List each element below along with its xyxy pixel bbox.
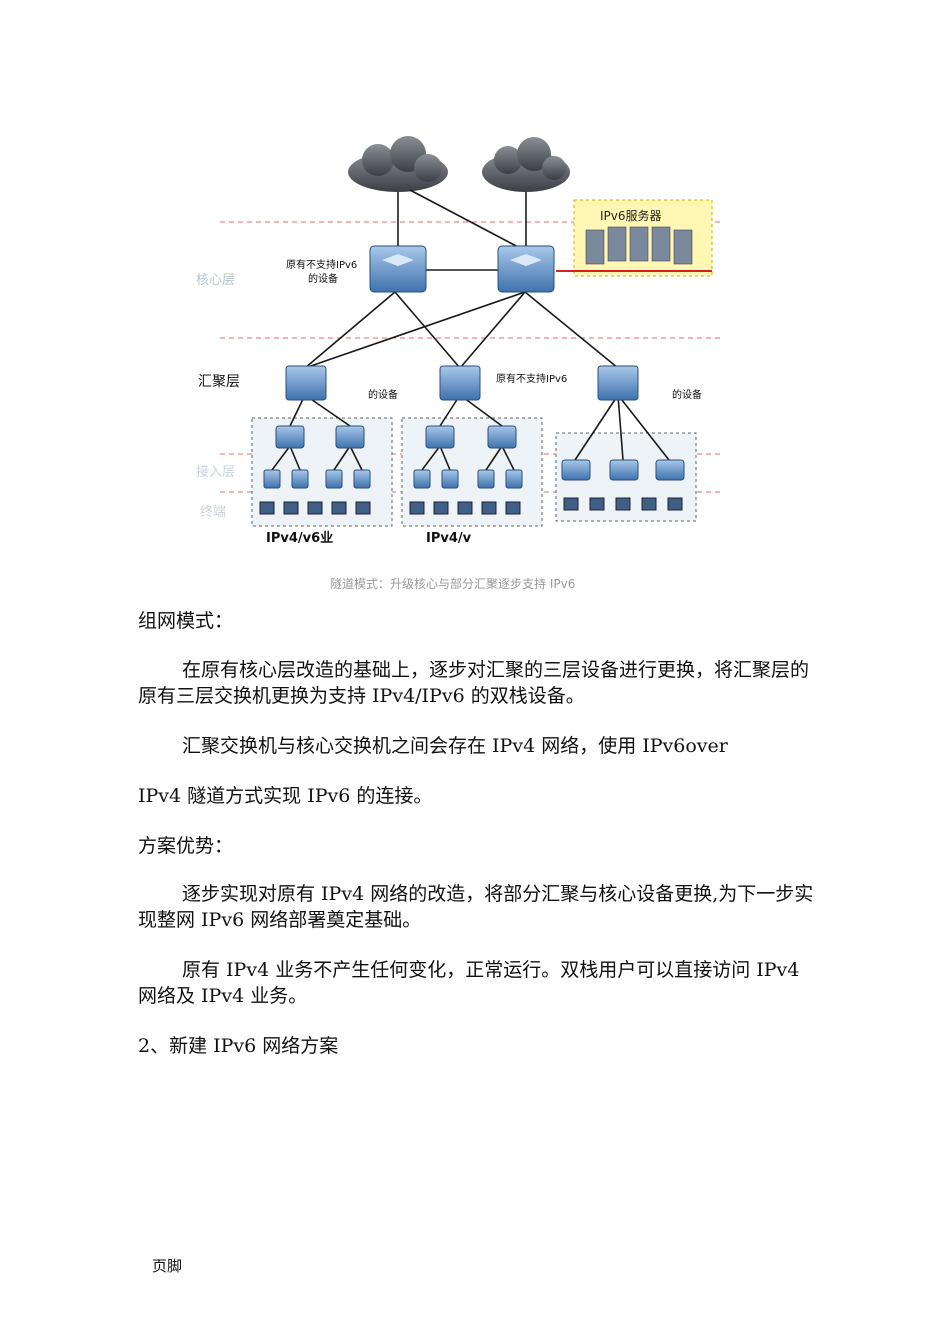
group1-label: IPv4/v6业	[266, 530, 333, 546]
network-diagram: IPv6服务器 原有不支	[196, 136, 720, 590]
agg-device-label-3: 的设备	[672, 388, 702, 401]
terminal-layer-label: 终端	[200, 504, 226, 520]
paragraph-tunnel-line2: IPv4 隧道方式实现 IPv6 的连接。	[138, 785, 433, 807]
core-device-label-2: 的设备	[308, 272, 338, 285]
agg-switch-3	[597, 365, 639, 401]
cloud-icon	[482, 137, 570, 192]
paragraph-tunnel-line1: 汇聚交换机与核心交换机之间会存在 IPv4 网络，使用 IPv6over	[182, 735, 728, 757]
edge-switches	[263, 469, 523, 489]
agg-switch-2	[439, 365, 481, 401]
agg-layer-label: 汇聚层	[198, 374, 240, 390]
paragraph-advantage-1: 逐步实现对原有 IPv4 网络的改造，将部分汇聚与核心设备更换,为下一步实现整网…	[138, 883, 814, 931]
page-footer: 页脚	[152, 1257, 183, 1275]
paragraph-networking-mode: 组网模式：	[138, 610, 234, 632]
cloud-icon	[348, 136, 448, 192]
access-switches	[275, 425, 685, 481]
core-switch-left	[369, 245, 427, 293]
figure-caption: 隧道模式：升级核心与部分汇聚逐步支持 IPv6	[330, 576, 575, 590]
access-layer-label: 接入层	[196, 464, 235, 480]
section-heading-new-ipv6: 2、新建 IPv6 网络方案	[138, 1035, 339, 1057]
terminal-icons	[259, 497, 683, 515]
group2-label: IPv4/v	[426, 531, 472, 546]
paragraph-advantages-heading: 方案优势：	[138, 835, 234, 857]
core-switch-right	[497, 245, 555, 293]
core-layer-label: 核心层	[196, 273, 235, 288]
agg-mid-label: 原有不支持IPv6	[496, 372, 567, 385]
server-icon	[585, 226, 693, 265]
ipv6-server-label: IPv6服务器	[600, 208, 662, 223]
agg-device-label-1: 的设备	[368, 388, 398, 401]
core-device-label-1: 原有不支持IPv6	[286, 258, 357, 271]
agg-switch-1	[285, 365, 327, 401]
paragraph-advantage-2: 原有 IPv4 业务不产生任何变化，正常运行。双栈用户可以直接访问 IPv4 网…	[138, 959, 800, 1007]
paragraph-core-upgrade: 在原有核心层改造的基础上，逐步对汇聚的三层设备进行更换，将汇聚层的原有三层交换机…	[138, 659, 810, 707]
